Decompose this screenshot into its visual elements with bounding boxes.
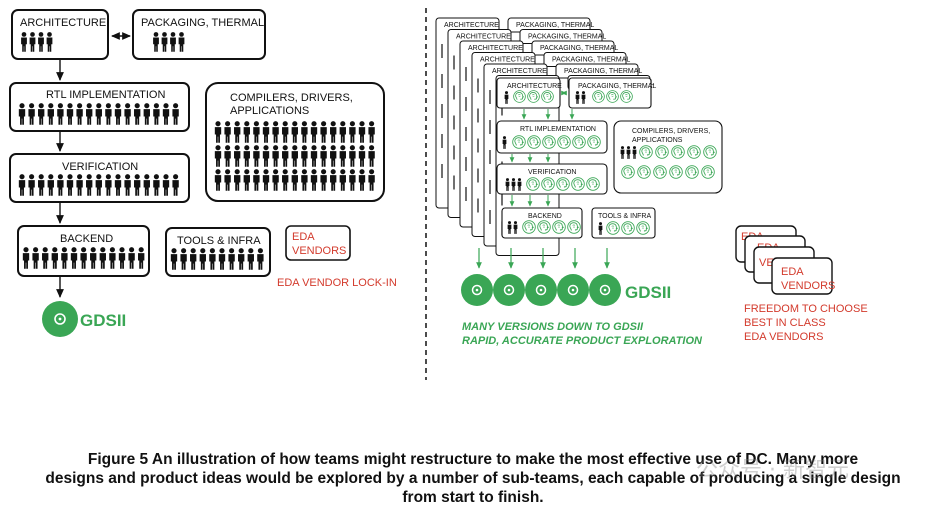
ai-head-icon	[653, 165, 667, 179]
ai-head-icon	[512, 135, 526, 149]
ai-head-icon	[606, 221, 620, 235]
svg-text:PACKAGING, THERMAL: PACKAGING, THERMAL	[516, 22, 594, 29]
svg-text:PACKAGING, THERMAL: PACKAGING, THERMAL	[564, 68, 642, 75]
ai-head-icon	[655, 145, 669, 159]
r-packaging-label: PACKAGING, THERMAL	[578, 83, 656, 90]
architecture-label: ARCHITECTURE	[20, 17, 106, 29]
ai-head-icon	[527, 135, 541, 149]
svg-text:ARCHITECTURE: ARCHITECTURE	[444, 22, 499, 29]
r-gdsii-label: GDSII	[625, 283, 671, 302]
ai-head-icon	[586, 177, 600, 191]
ai-head-icon	[567, 220, 581, 234]
ai-head-icon	[671, 145, 685, 159]
ai-head-icon	[541, 177, 555, 191]
ai-head-icon	[637, 165, 651, 179]
ai-head-icon	[522, 220, 536, 234]
freedom-line2: BEST IN CLASS	[744, 317, 826, 329]
svg-text:PACKAGING, THERMAL: PACKAGING, THERMAL	[552, 57, 630, 64]
ai-head-icon	[620, 90, 633, 103]
eda-vendors-box	[285, 225, 351, 261]
figure-caption: Figure 5 An illustration of how teams mi…	[8, 450, 938, 507]
r-arrows-to-rtl	[521, 109, 575, 120]
ai-head-icon	[636, 221, 650, 235]
verification-label: VERIFICATION	[62, 161, 138, 173]
compilers-label-line1: COMPILERS, DRIVERS,	[230, 92, 353, 104]
packaging-label: PACKAGING, THERMAL	[141, 17, 264, 29]
ai-head-icon	[556, 177, 570, 191]
architecture-box	[11, 9, 109, 60]
freedom-line3: EDA VENDORS	[744, 331, 823, 343]
r-eda-line2: VENDORS	[781, 280, 835, 292]
ai-head-icon	[621, 221, 635, 235]
ai-head-icon	[513, 90, 526, 103]
svg-text:ARCHITECTURE: ARCHITECTURE	[480, 57, 535, 64]
ai-head-icon	[587, 135, 601, 149]
r-compilers-line1: COMPILERS, DRIVERS,	[632, 128, 710, 135]
ai-head-icon	[685, 165, 699, 179]
r-verification-label: VERIFICATION	[528, 169, 576, 176]
gdsii-disc-icon	[493, 274, 525, 306]
caption-line1: Figure 5 An illustration of how teams mi…	[87, 451, 859, 468]
ai-head-icon	[526, 177, 540, 191]
ai-head-icon	[621, 165, 635, 179]
svg-text:ARCHITECTURE: ARCHITECTURE	[492, 68, 547, 75]
caption-line2: designs and product ideas would be explo…	[45, 470, 901, 487]
team-restructure-diagram: ARCHITECTURE PACKAGING, THERMAL RTL IMPL…	[9, 8, 868, 380]
ai-head-icon	[687, 145, 701, 159]
gdsii-disc-icon	[589, 274, 621, 306]
r-arrows-to-verification	[509, 154, 551, 163]
compilers-team	[214, 121, 375, 191]
r-architecture-label: ARCHITECTURE	[507, 83, 562, 90]
left-traditional-flow: ARCHITECTURE PACKAGING, THERMAL RTL IMPL…	[9, 9, 397, 337]
ai-head-icon	[703, 145, 717, 159]
backend-label: BACKEND	[60, 233, 113, 245]
r-compilers-line2: APPLICATIONS	[632, 137, 683, 144]
compilers-label-line2: APPLICATIONS	[230, 105, 309, 117]
compilers-box	[205, 82, 385, 202]
ai-head-icon	[542, 135, 556, 149]
tools-label: TOOLS & INFRA	[177, 235, 261, 247]
eda-vendors-line1: EDA	[292, 231, 315, 243]
r-rtl-label: RTL IMPLEMENTATION	[520, 126, 596, 133]
gdsii-disc-icon	[525, 274, 557, 306]
gdsii-disc-icon	[557, 274, 589, 306]
ai-head-icon	[639, 145, 653, 159]
eda-lockin-label: EDA VENDOR LOCK-IN	[277, 277, 397, 289]
versions-line1: MANY VERSIONS DOWN TO GDSII	[462, 321, 644, 333]
eda-vendors-line2: VENDORS	[292, 245, 346, 257]
r-tools-label: TOOLS & INFRA	[598, 213, 651, 220]
ai-head-icon	[552, 220, 566, 234]
ai-head-icon	[541, 90, 554, 103]
ai-head-icon	[572, 135, 586, 149]
watermark-text: 公众号 · 新智元	[696, 458, 849, 483]
gdsii-disc-icon	[461, 274, 493, 306]
svg-text:PACKAGING, THERMAL: PACKAGING, THERMAL	[540, 45, 618, 52]
eda-vendor-stack: EDA EDA VEND EDA VENDORS	[735, 225, 835, 295]
ai-head-icon	[701, 165, 715, 179]
ai-head-icon	[592, 90, 605, 103]
ai-head-icon	[669, 165, 683, 179]
gdsii-label: GDSII	[80, 311, 126, 330]
ai-head-icon	[571, 177, 585, 191]
rtl-label: RTL IMPLEMENTATION	[46, 89, 165, 101]
ai-head-icon	[527, 90, 540, 103]
r-backend-label: BACKEND	[528, 213, 562, 220]
caption-line3: from start to finish.	[402, 489, 544, 506]
gdsii-disc-row	[461, 248, 621, 306]
versions-line2: RAPID, ACCURATE PRODUCT EXPLORATION	[462, 335, 703, 347]
svg-text:PACKAGING, THERMAL: PACKAGING, THERMAL	[528, 34, 606, 41]
r-eda-line1: EDA	[781, 266, 804, 278]
ai-head-icon	[606, 90, 619, 103]
ai-head-icon	[557, 135, 571, 149]
ai-head-icon	[537, 220, 551, 234]
front-subteam: ARCHITECTURE PACKAGING, THERMAL RTL IMPL…	[496, 77, 723, 239]
r-arrows-to-backend	[509, 195, 551, 207]
svg-text:ARCHITECTURE: ARCHITECTURE	[456, 34, 511, 41]
gdsii-disc-icon	[42, 301, 78, 337]
freedom-line1: FREEDOM TO CHOOSE	[744, 303, 868, 315]
svg-text:ARCHITECTURE: ARCHITECTURE	[468, 45, 523, 52]
